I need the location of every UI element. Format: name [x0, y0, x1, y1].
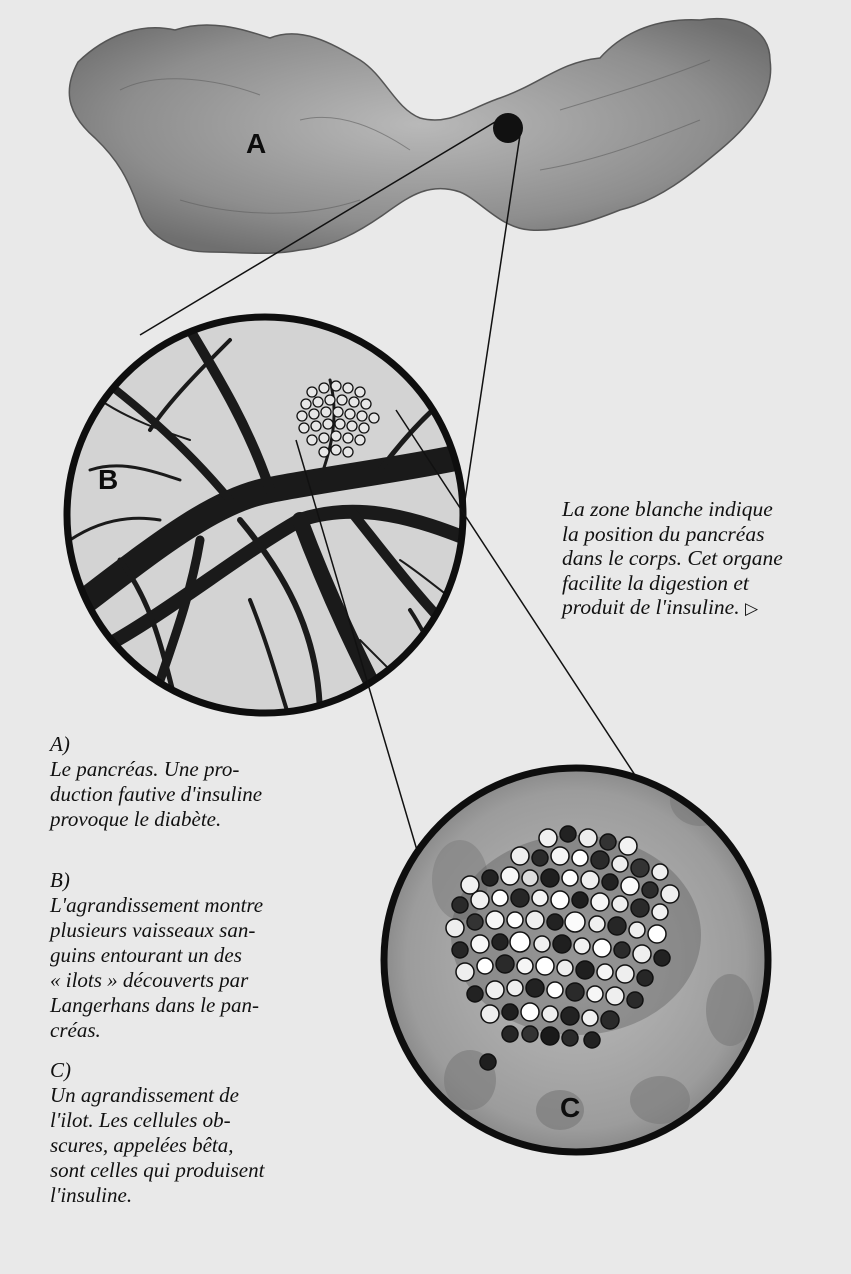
- label-c: C: [560, 1092, 580, 1124]
- magnified-circle-b: [60, 317, 470, 720]
- side-caption-line: la position du pancréas: [562, 522, 824, 547]
- side-caption-line: dans le corps. Cet organe: [562, 546, 824, 571]
- caption-line: scures, appelées bêta,: [50, 1133, 312, 1158]
- triangle-right-icon: ▷: [745, 599, 758, 618]
- side-caption-line-last: produit de l'insuline. ▷: [562, 595, 824, 622]
- caption-key: B): [50, 868, 312, 893]
- caption-key: A): [50, 732, 312, 757]
- caption-line: guins entourant un des: [50, 943, 312, 968]
- caption-line: « ilots » découverts par: [50, 968, 312, 993]
- caption-line: créas.: [50, 1018, 312, 1043]
- islet-position-dot: [493, 113, 523, 143]
- caption-line: l'insuline.: [50, 1183, 312, 1208]
- caption-key: C): [50, 1058, 312, 1083]
- caption-line: Le pancréas. Une pro-: [50, 757, 312, 782]
- caption-line: Langerhans dans le pan-: [50, 993, 312, 1018]
- side-caption-line: La zone blanche indique: [562, 497, 824, 522]
- caption-line: Un agrandissement de: [50, 1083, 312, 1108]
- caption-line: plusieurs vaisseaux san-: [50, 918, 312, 943]
- label-a: A: [246, 128, 266, 160]
- caption-line: sont celles qui produisent: [50, 1158, 312, 1183]
- side-caption-line: facilite la digestion et: [562, 571, 824, 596]
- caption-line: L'agrandissement montre: [50, 893, 312, 918]
- label-b: B: [98, 464, 118, 496]
- side-caption: La zone blanche indique la position du p…: [562, 497, 824, 622]
- caption-line: duction fautive d'insuline: [50, 782, 312, 807]
- caption-a: A) Le pancréas. Une pro- duction fautive…: [50, 732, 312, 832]
- caption-c: C) Un agrandissement de l'ilot. Les cell…: [50, 1058, 312, 1208]
- side-caption-last-text: produit de l'insuline.: [562, 595, 740, 619]
- pancreas-organ: [69, 19, 770, 254]
- caption-line: l'ilot. Les cellules ob-: [50, 1108, 312, 1133]
- caption-b: B) L'agrandissement montre plusieurs vai…: [50, 868, 312, 1043]
- caption-line: provoque le diabète.: [50, 807, 312, 832]
